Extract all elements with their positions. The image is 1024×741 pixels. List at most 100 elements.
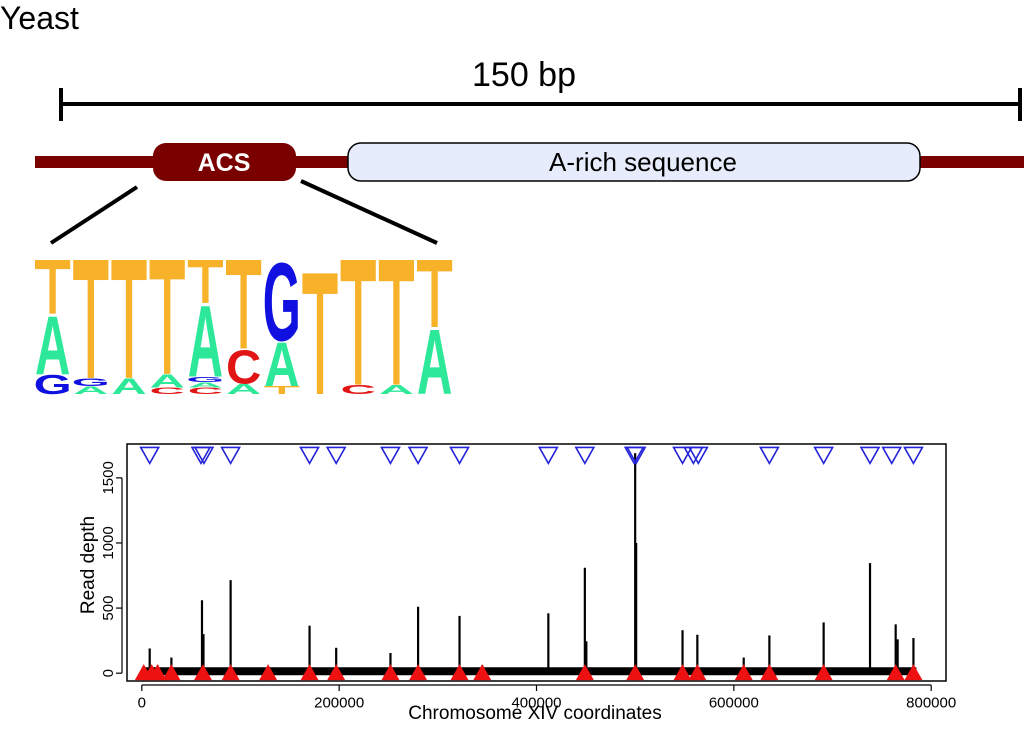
open-triangle-marker: [299, 446, 320, 466]
logo-position-8: [302, 273, 338, 394]
open-triangle-marker: [380, 446, 401, 466]
peak-series: [148, 453, 915, 674]
open-triangle-marker: [625, 446, 647, 466]
plot-frame: [126, 443, 947, 682]
filled-triangle-marker: [673, 664, 692, 681]
scale-bar: [59, 88, 1022, 121]
x-tick-label: 800000: [906, 694, 956, 711]
open-triangle-marker: [859, 446, 881, 466]
svg-text:A: A: [188, 381, 223, 389]
filled-triangle-marker: [300, 664, 319, 681]
logo-position-9: C: [341, 260, 376, 397]
filled-triangle-marker: [688, 664, 707, 681]
open-triangle-marker: [325, 446, 347, 466]
svg-text:C: C: [341, 382, 376, 397]
filled-triangle-marker: [450, 664, 469, 681]
open-triangle-marker: [190, 446, 212, 466]
filled-triangle-marker: [381, 664, 400, 681]
organism-label: Yeast: [0, 0, 79, 36]
logo-position-6: AC: [226, 260, 261, 397]
svg-text:G: G: [34, 369, 72, 400]
logo-letter-c: C: [226, 341, 261, 395]
logo-letter-a: A: [226, 380, 261, 397]
svg-text:A: A: [226, 380, 261, 397]
filled-triangle-marker: [626, 664, 645, 681]
svg-text:A: A: [150, 371, 185, 392]
open-triangle-marker: [574, 446, 596, 466]
filled-triangle-marker: [734, 664, 753, 681]
filled-triangle-marker: [904, 664, 923, 681]
x-tick-label: 600000: [709, 694, 759, 711]
y-tick-label: 500: [100, 596, 117, 621]
logo-letter-t: [111, 260, 147, 378]
logo-letter-t: [149, 260, 185, 374]
svg-text:C: C: [150, 386, 185, 396]
logo-position-11: A: [417, 260, 452, 414]
zoom-lines: [49, 179, 438, 245]
a-rich-sequence-element: [347, 142, 921, 182]
logo-letter-t: [187, 260, 223, 303]
logo-position-7: AG: [263, 241, 301, 400]
logo-letter-t: [35, 260, 71, 314]
open-triangle-marker: [813, 446, 835, 466]
logo-letter-t: [264, 385, 300, 394]
open-triangle-marker: [220, 446, 241, 466]
a-rich-sequence-label: A-rich sequence: [549, 147, 737, 177]
svg-text:A: A: [379, 382, 414, 397]
logo-letter-g: G: [263, 241, 301, 365]
filled-triangle-marker: [259, 664, 278, 681]
logo-letter-c: C: [188, 386, 223, 396]
logo-position-4: CA: [150, 260, 185, 396]
filled-triangle-marker: [327, 664, 346, 681]
filled-triangle-marker: [221, 664, 240, 681]
logo-letter-a: A: [264, 329, 299, 400]
svg-text:A: A: [264, 329, 299, 400]
open-triangle-marker: [687, 446, 709, 466]
open-triangle-marker: [537, 446, 559, 466]
open-triangle-marker: [193, 446, 215, 466]
open-triangle-marker: [672, 446, 693, 466]
open-triangle-marker: [903, 446, 924, 466]
logo-letter-t: [226, 260, 262, 349]
x-tick-label: 0: [138, 694, 146, 711]
svg-text:G: G: [72, 376, 110, 389]
logo-letter-a: A: [188, 381, 223, 389]
svg-text:C: C: [226, 341, 261, 395]
logo-letter-a: A: [150, 371, 185, 392]
logo-letter-t: [340, 260, 376, 385]
filled-triangle-series: [134, 664, 923, 681]
y-tick-label: 0: [100, 669, 117, 677]
filled-triangle-marker: [473, 664, 492, 681]
logo-letter-a: A: [73, 384, 108, 397]
open-triangle-marker: [881, 446, 903, 466]
acs-label: ACS: [198, 149, 251, 177]
y-tick-label: 1500: [100, 461, 117, 494]
svg-text:C: C: [188, 386, 223, 396]
filled-triangle-marker: [814, 664, 833, 681]
filled-triangle-marker: [575, 664, 594, 681]
svg-text:A: A: [73, 384, 108, 397]
scale-bar-label: 150 bp: [472, 56, 576, 94]
acs-element: [153, 143, 296, 181]
logo-letter-a: A: [35, 298, 70, 392]
filled-triangle-marker: [148, 664, 167, 681]
logo-letter-g: G: [72, 376, 110, 389]
logo-letter-t: [378, 260, 414, 385]
open-triangle-marker: [759, 446, 780, 466]
logo-letter-a: A: [417, 310, 452, 414]
svg-text:A: A: [417, 310, 452, 414]
filled-triangle-marker: [886, 664, 905, 681]
svg-text:A: A: [111, 375, 146, 400]
open-triangle-marker: [407, 446, 429, 466]
logo-letter-t: [417, 260, 453, 327]
logo-position-2: AG: [72, 260, 110, 397]
logo-letter-c: C: [150, 386, 185, 396]
logo-letter-t: [302, 273, 338, 394]
logo-letter-g: G: [34, 369, 72, 400]
